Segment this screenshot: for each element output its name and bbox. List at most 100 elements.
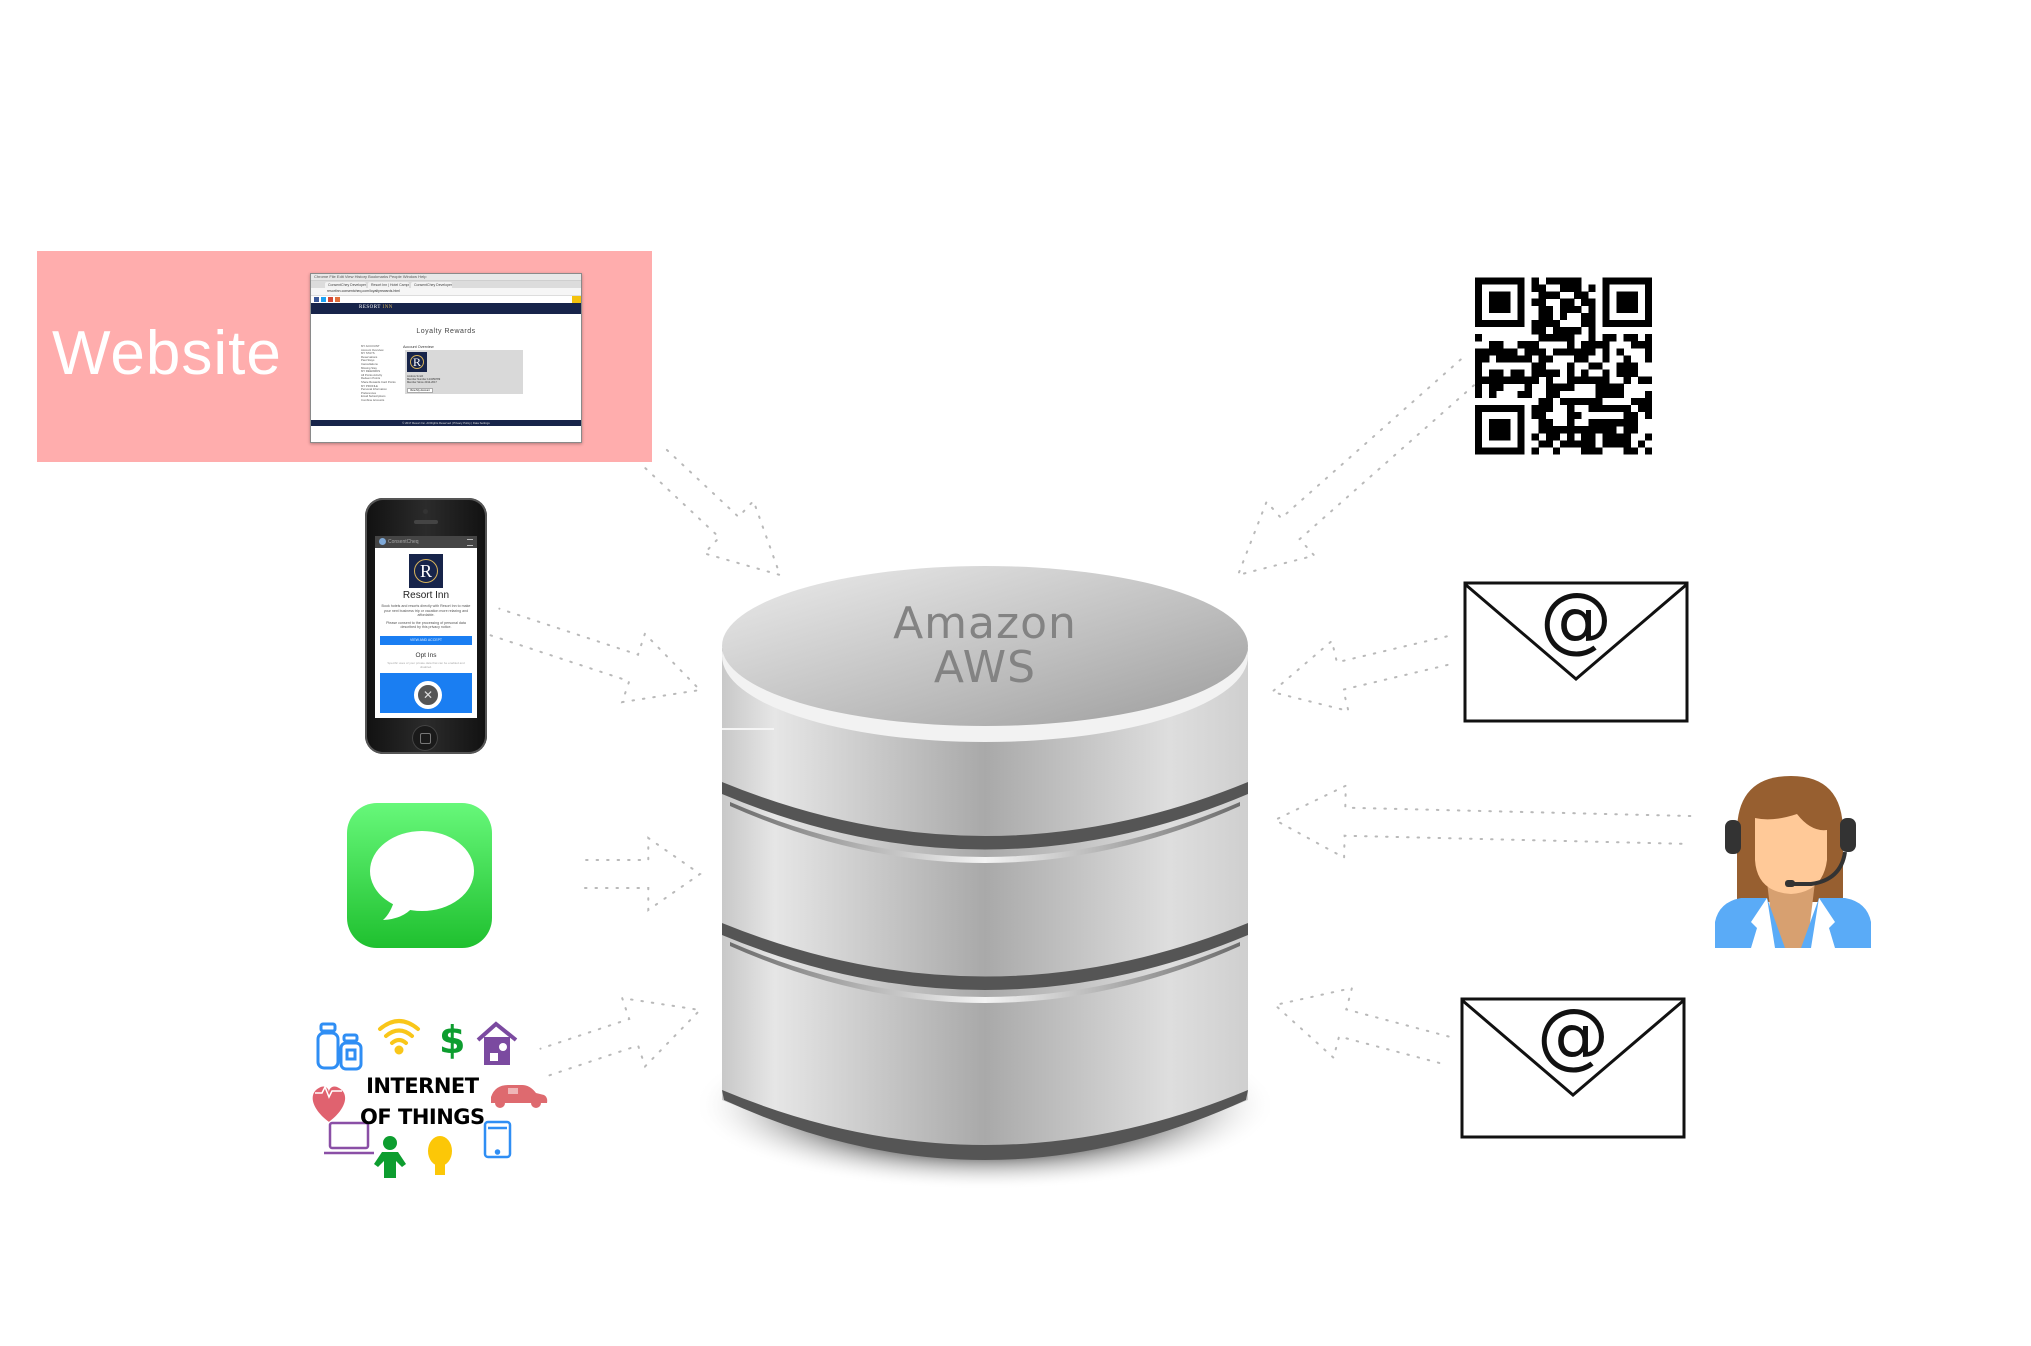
phone-camera <box>423 509 428 514</box>
email-source-2: @ <box>1460 993 1686 1139</box>
at-sign-icon: @ <box>1537 993 1609 1077</box>
close-icon: ✕ <box>414 680 442 709</box>
brand-primary: RESORT <box>359 305 381 310</box>
site-nav-item: All Points Activity <box>361 372 383 377</box>
dollar-sign-icon: $ <box>439 1018 465 1062</box>
resort-logo: R <box>409 554 443 588</box>
arrow-qr-to-db <box>1236 358 1481 577</box>
database-label-line2: AWS <box>933 642 1037 693</box>
phone-optin-card: ✕ <box>380 672 472 713</box>
site-nav-item: Cancellations <box>361 361 378 366</box>
site-page-title: Loyalty Rewards <box>416 328 476 335</box>
wifi-icon <box>378 1019 420 1055</box>
phone-heading: Resort Inn <box>402 590 450 601</box>
site-nav-item: MY REWARDS <box>361 369 381 374</box>
site-nav-item: Personal Information <box>361 387 387 392</box>
at-sign-icon: @ <box>1540 577 1612 661</box>
messages-app-icon <box>347 803 492 948</box>
site-nav-item: Account Overview <box>361 347 384 352</box>
site-nav-item: Redeem Points <box>361 376 381 381</box>
site-panel-title: Account Overview <box>403 345 434 349</box>
brand-accent: INN <box>382 305 393 310</box>
site-panel-text: Andrew Smith Member Number 123456789 Mem… <box>407 375 440 385</box>
smart-home-icon <box>476 1021 518 1065</box>
app-bar-title: ConsentCheq <box>388 539 419 545</box>
phone-screen: ConsentCheq R Resort Inn Book hotels and… <box>375 536 477 718</box>
site-nav-item: Missing Stay <box>361 365 377 370</box>
resort-logo: R <box>407 352 427 372</box>
site-header: RESORT INN <box>311 303 581 314</box>
arrow-messages-to-db <box>584 836 702 912</box>
site-nav-item: Email Subscriptions <box>361 394 386 399</box>
site-nav-item: Combine Accounts <box>361 397 385 402</box>
arrow-email2-to-db <box>1272 986 1450 1065</box>
site-footer: © 2017 Resort Inn. All Rights Reserved |… <box>311 420 581 426</box>
headset-agent-icon <box>1715 776 1871 948</box>
bookmark-icon <box>321 297 326 302</box>
car-icon <box>491 1085 548 1108</box>
iot-label-line2: OF THINGS <box>360 1105 485 1129</box>
app-bar: ConsentCheq <box>375 536 477 548</box>
light-bulb-icon <box>428 1136 452 1175</box>
app-logo-icon <box>379 538 386 546</box>
arrow-email1-to-db <box>1269 635 1455 713</box>
phone-accept-button: VIEW AND ACCEPT <box>380 635 472 645</box>
envelope-icon <box>1460 997 1686 1139</box>
member-number: Member Number 123456789 <box>407 378 441 382</box>
iot-label-line1: INTERNET <box>366 1074 479 1098</box>
amazon-aws-database: Amazon AWS <box>693 560 1277 1200</box>
phone-section-heading: Opt Ins <box>415 651 437 659</box>
browser-url-bar: resortinn.consentcheq.com/loyaltyrewards… <box>311 288 581 296</box>
iot-source: $ <box>310 1015 550 1185</box>
site-nav-item: Reservations <box>361 354 378 359</box>
member-name: Andrew Smith <box>407 375 424 378</box>
person-icon <box>374 1136 406 1178</box>
bookmark-icon <box>335 297 340 302</box>
website-label: Website <box>52 319 282 388</box>
database-label: Amazon AWS <box>700 602 1270 690</box>
envelope-icon <box>1463 581 1689 723</box>
phone-home-button <box>412 725 438 751</box>
tablet-icon <box>483 1120 512 1159</box>
site-nav-item: MY STAYS <box>361 351 375 356</box>
database-cylinder-icon <box>693 566 1277 1190</box>
call-center-agent-source <box>1715 772 1871 948</box>
database-label-line1: Amazon <box>893 598 1077 649</box>
browser-tab: Resort Inn | Hotel Campus <box>368 282 409 288</box>
arrow-phone-to-db <box>489 607 703 704</box>
phone-speaker <box>414 520 438 524</box>
site-account-panel: R Andrew Smith Member Number 123456789 M… <box>405 350 523 394</box>
browser-tab: ConsentChey Developer <box>325 282 366 288</box>
site-nav-item: MY ACCOUNT <box>361 344 380 348</box>
bookmark-icon <box>328 297 333 302</box>
browser-tab: ConsentChey Developer <box>411 282 452 288</box>
qr-code-icon <box>1475 277 1653 455</box>
browser-menubar: Chrome File Edit View History Bookmarks … <box>311 274 581 281</box>
view-account-button: View My Account <box>407 388 433 393</box>
laptop-icon <box>324 1121 374 1155</box>
site-nav-item: Share Rewards Card Points <box>361 379 396 384</box>
hamburger-menu-icon <box>467 539 473 546</box>
arrow-website-to-db <box>644 446 782 577</box>
arrow-agent-to-db <box>1272 784 1692 860</box>
heart-rate-icon <box>312 1085 346 1122</box>
bookmark-bar <box>311 296 581 303</box>
bookmark-icon <box>314 297 319 302</box>
browser-tabs: ConsentChey Developer Resort Inn | Hotel… <box>311 281 581 288</box>
iot-label: INTERNET OF THINGS <box>360 1071 485 1133</box>
mobile-phone-source: ConsentCheq R Resort Inn Book hotels and… <box>365 498 487 754</box>
site-nav-item: Preferences <box>361 390 377 395</box>
arrow-iot-to-db <box>539 996 703 1077</box>
site-nav-item: MY PROFILE <box>361 383 378 388</box>
qr-code-source <box>1475 277 1653 455</box>
medicine-bottles-icon <box>316 1022 363 1071</box>
phone-intro-text: Book hotels and resorts directly with Re… <box>381 604 471 618</box>
member-since: Member Since 2012-2017 <box>407 381 437 385</box>
email-source-1: @ <box>1463 577 1689 723</box>
website-screenshot: Chrome File Edit View History Bookmarks … <box>310 273 582 443</box>
speech-bubble-icon <box>370 831 474 920</box>
user-badge-icon <box>572 296 581 303</box>
